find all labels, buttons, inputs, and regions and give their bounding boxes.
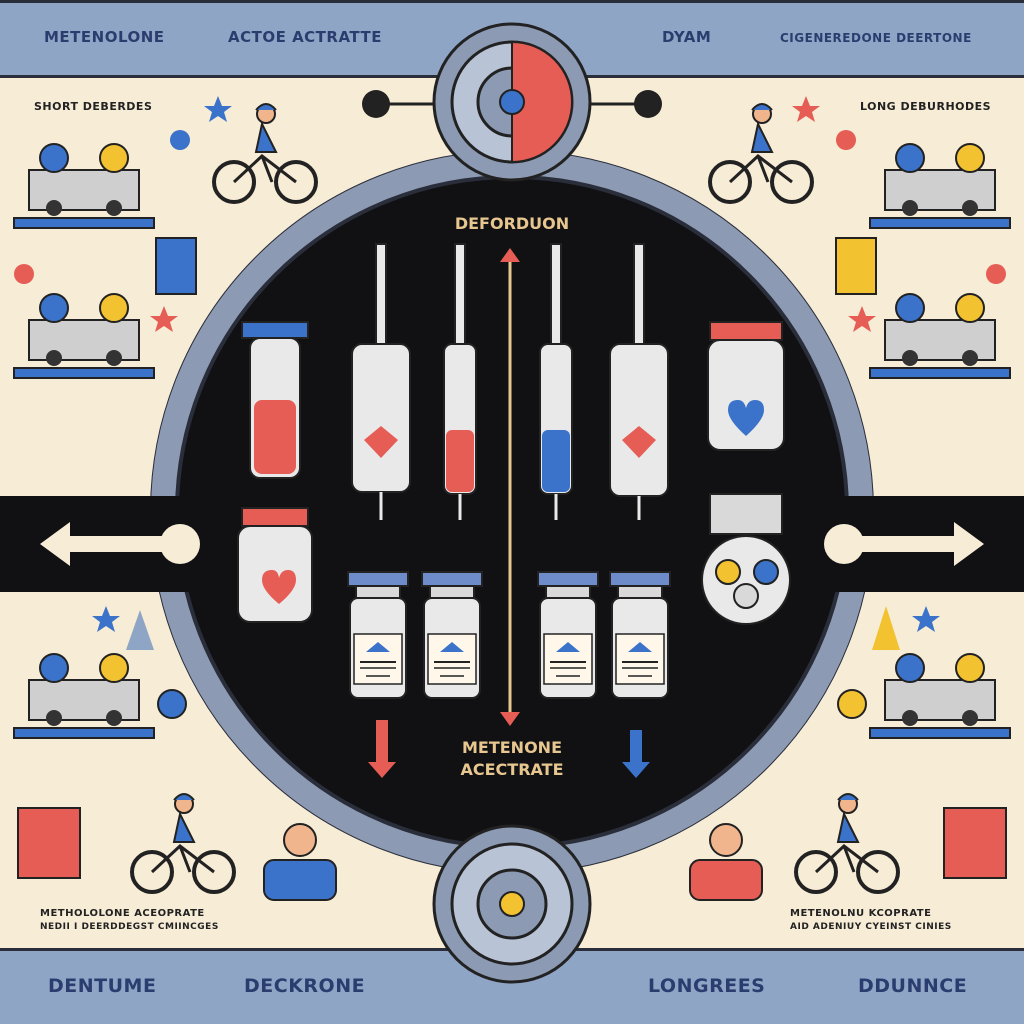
footer-label-1: DENTUME — [48, 975, 157, 997]
vial-icon — [237, 507, 313, 623]
syringe-icon — [443, 243, 477, 520]
person-icon — [689, 823, 763, 901]
bottle-icon — [835, 237, 877, 295]
star-icon — [92, 606, 120, 632]
star-icon — [792, 96, 820, 122]
caption-left-line1: METHOLOLONE ACEOPRATE — [40, 908, 205, 919]
star-icon — [848, 306, 876, 332]
syringe-icon — [351, 243, 411, 520]
footer-label-3: LONGREES — [648, 975, 766, 997]
center-subtitle-line1: METENONE — [461, 738, 562, 757]
center-title: DEFORDUON — [454, 214, 570, 233]
heart-icon — [728, 400, 764, 436]
center-subtitle-line2: ACECTRATE — [460, 760, 564, 779]
star-icon — [912, 606, 940, 632]
bottle-icon — [943, 807, 1007, 879]
bottom-gear-icon — [432, 824, 592, 984]
footer-label-2: DECKRONE — [244, 975, 366, 997]
pill-cluster-icon — [701, 493, 791, 625]
bottle-icon — [17, 807, 81, 879]
header-label-2: ACTOE ACTRATTE — [228, 28, 382, 46]
caption-right-line1: METENOLNU KCOPRATE — [790, 908, 932, 919]
header-label-1: METENOLONE — [44, 28, 165, 46]
tube-icon — [241, 321, 309, 479]
header-label-3: DYAM — [662, 28, 712, 46]
footer-label-4: DDUNNCE — [858, 975, 968, 997]
caption-right-line2: AID ADENIUY CYEINST CINIES — [790, 922, 952, 932]
left-arrow-icon — [40, 522, 170, 566]
side-label-left: SHORT DEBERDES — [34, 100, 153, 113]
star-icon — [150, 306, 178, 332]
right-arrow-icon — [854, 522, 984, 566]
bottle-icon — [155, 237, 197, 295]
side-label-right: LONG DEBURHODES — [860, 100, 992, 113]
caption-left-line2: NEDII I DEERDDEGST CMIINCGES — [40, 922, 219, 932]
heart-icon — [262, 570, 296, 604]
syringe-icon — [539, 243, 573, 520]
vial-icon — [707, 321, 785, 451]
person-icon — [263, 823, 337, 901]
syringe-icon — [609, 243, 669, 520]
star-icon — [204, 96, 232, 122]
top-gear-icon — [432, 22, 592, 182]
header-label-4: CIGENEREDONE DEERTONE — [780, 31, 972, 45]
